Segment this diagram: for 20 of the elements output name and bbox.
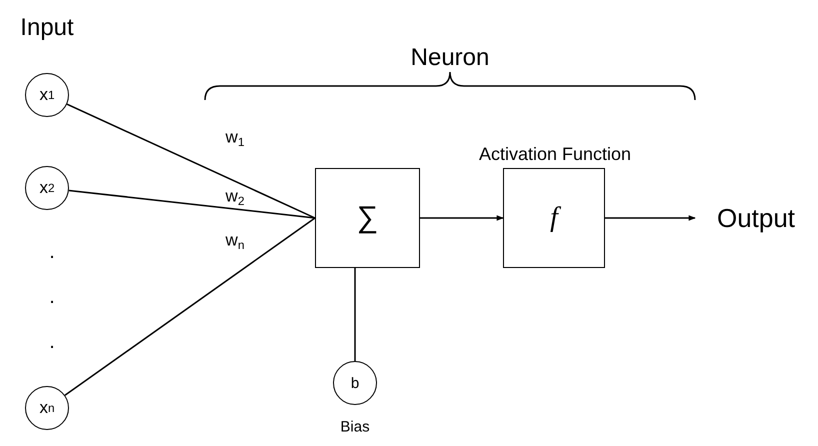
node-caption: Activation Function — [478, 145, 632, 163]
weight-label: w$_{2}$ — [226, 188, 244, 204]
node-caption: Bias — [340, 420, 370, 434]
ellipsis-dot: . — [49, 242, 55, 262]
weight-label: w$_{1}$ — [226, 128, 244, 146]
connector-line — [66, 104, 316, 219]
activation-box: f — [503, 168, 605, 268]
output-text: Output — [697, 200, 815, 236]
connector-line — [354, 268, 356, 361]
neuron-heading: Neuron — [410, 46, 490, 70]
ellipsis-dot: . — [49, 287, 55, 307]
summation-box: ∑ — [315, 168, 420, 268]
ellipsis-dot: . — [49, 332, 55, 352]
connector-line — [68, 190, 316, 219]
input-heading: Input — [20, 16, 74, 40]
connector-line — [64, 217, 316, 396]
arrow — [420, 215, 504, 221]
bias-circle: b — [333, 361, 377, 405]
weight-label: w$_{n}$ — [226, 232, 244, 248]
arrow — [605, 215, 696, 221]
